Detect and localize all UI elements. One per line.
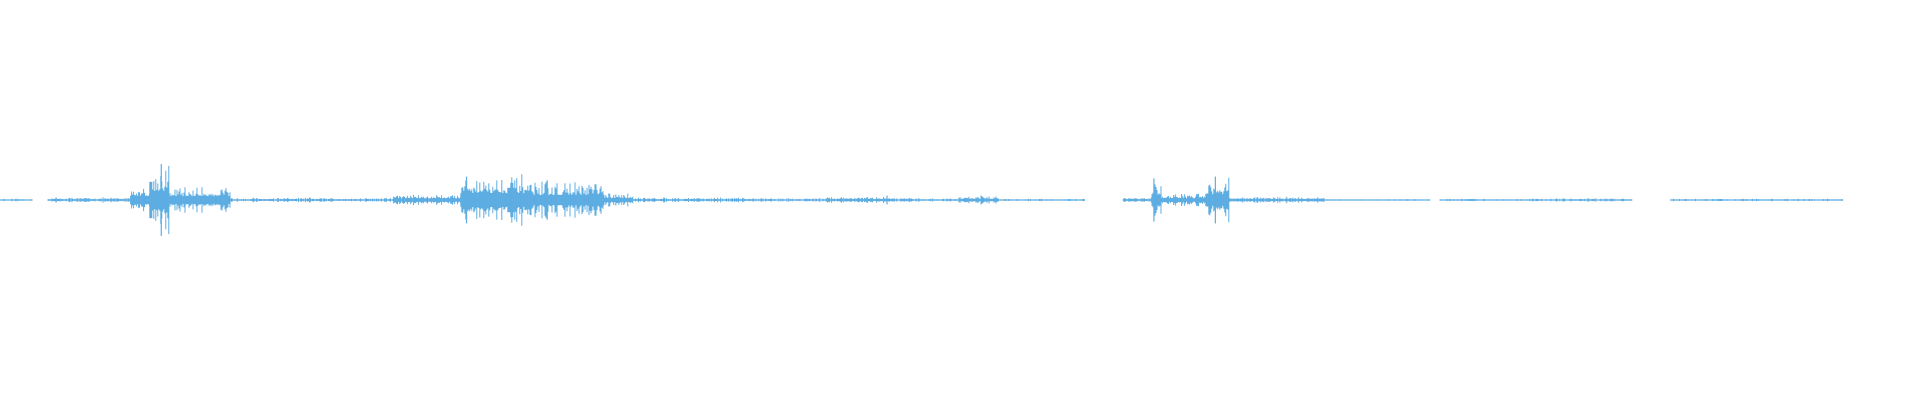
waveform-amplitude xyxy=(1516,198,1633,202)
waveform-segment xyxy=(229,197,394,203)
waveform-segment xyxy=(959,196,999,204)
waveform-amplitude xyxy=(892,197,961,203)
waveform-amplitude xyxy=(633,197,750,203)
waveform-segment xyxy=(1122,197,1152,203)
waveform-amplitude xyxy=(460,174,529,226)
waveform-segment xyxy=(892,197,961,203)
waveform-segment xyxy=(393,194,462,206)
waveform-amplitude xyxy=(959,196,999,204)
waveform-segment xyxy=(997,198,1085,202)
waveform-amplitude xyxy=(149,165,170,235)
waveform-segment xyxy=(460,174,529,226)
waveform-amplitude xyxy=(1122,197,1152,203)
waveform-amplitude xyxy=(47,197,131,203)
waveform-segment xyxy=(1439,198,1517,202)
waveform-segment xyxy=(130,188,151,212)
waveform-segment xyxy=(1516,198,1633,202)
waveform-amplitude xyxy=(825,197,894,203)
waveform-segment xyxy=(149,165,170,235)
waveform-segment xyxy=(604,193,634,207)
waveform-amplitude xyxy=(527,181,605,219)
waveform-segment xyxy=(47,197,131,203)
waveform-segment xyxy=(1205,177,1230,223)
waveform-segment xyxy=(825,197,894,203)
waveform-segment xyxy=(1324,199,1431,201)
waveform-amplitude xyxy=(1228,196,1325,204)
waveform-amplitude xyxy=(168,187,231,213)
waveform-amplitude xyxy=(997,198,1085,202)
waveform-amplitude xyxy=(393,194,462,206)
waveform-segment xyxy=(0,198,33,202)
waveform-amplitude xyxy=(1205,177,1230,223)
waveform-segment xyxy=(527,181,605,219)
waveform-amplitude xyxy=(604,193,634,207)
waveform-amplitude xyxy=(229,197,394,203)
waveform-amplitude xyxy=(1669,198,1843,202)
waveform-amplitude xyxy=(1324,199,1431,201)
waveform-segment xyxy=(633,197,750,203)
waveform-segment xyxy=(1228,196,1325,204)
waveform-amplitude xyxy=(748,198,826,202)
waveform-segment xyxy=(748,198,826,202)
waveform-amplitude xyxy=(1161,193,1207,207)
waveform-amplitude xyxy=(1439,198,1517,202)
waveform-segment xyxy=(1161,193,1207,207)
waveform-segment xyxy=(168,187,231,213)
waveform-amplitude xyxy=(0,198,33,202)
waveform-segment xyxy=(1669,198,1843,202)
waveform-amplitude xyxy=(130,188,151,212)
